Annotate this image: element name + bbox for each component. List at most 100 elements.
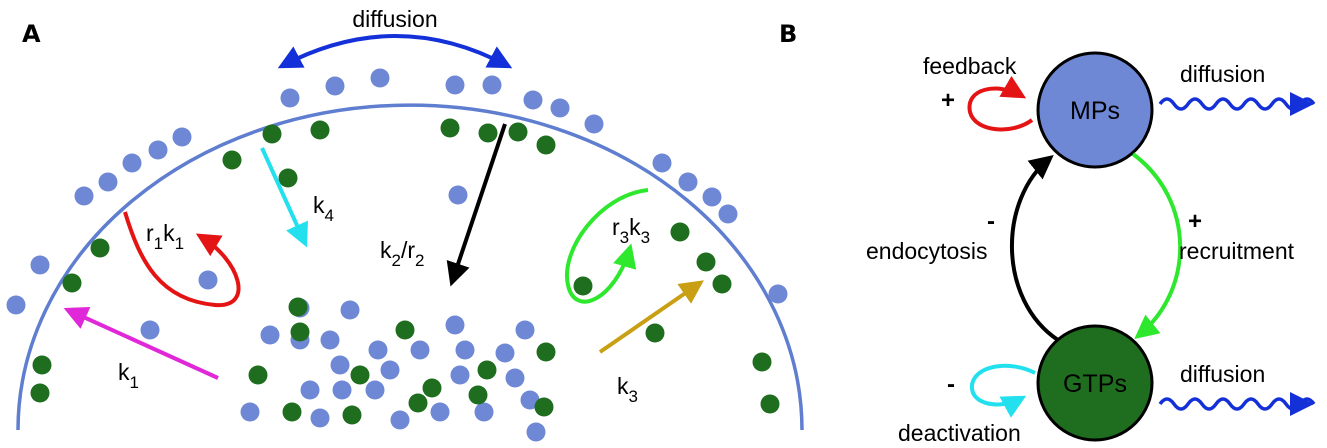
mps-diffusion-label: diffusion: [1180, 61, 1265, 87]
recruitment-arrow: [1131, 152, 1183, 340]
k1-label: k1: [118, 359, 139, 392]
gtp-particle: [310, 120, 330, 140]
gtp-particle: [536, 342, 556, 362]
gtp-particle: [290, 322, 310, 342]
mp-particle: [340, 300, 360, 320]
gtp-particle: [752, 352, 772, 372]
gtps-diffusion-wave: [1158, 397, 1316, 411]
mp-particle: [450, 365, 470, 385]
k4-label: k4: [313, 192, 334, 225]
mp-particle: [430, 402, 450, 422]
k3-arrow: [598, 280, 704, 354]
mp-particle: [448, 185, 468, 205]
mp-particle: [520, 390, 540, 410]
gtp-particle: [90, 238, 110, 258]
gtp-particle: [350, 365, 370, 385]
gtp-particle: [508, 122, 528, 142]
gtp-particle: [478, 123, 498, 143]
endocytosis-label: endocytosis: [866, 238, 987, 264]
gtp-particle: [222, 150, 242, 170]
panel-a-label: A: [22, 20, 41, 48]
gtp-particle: [395, 320, 415, 340]
feedback-sign: +: [941, 87, 955, 114]
mp-particle: [148, 140, 168, 160]
mp-particle: [495, 343, 515, 363]
gtp-particle: [468, 385, 488, 405]
mps-label: MPs: [1070, 97, 1120, 125]
gtp-particle: [670, 222, 690, 242]
mp-particle: [198, 270, 218, 290]
membrane-diffusion-label: diffusion: [352, 6, 437, 32]
gtps-diffusion-arrowhead: [1290, 392, 1314, 416]
mp-particle: [523, 90, 543, 110]
mp-particle: [505, 368, 525, 388]
mp-particle: [140, 320, 160, 340]
gtp-particle: [408, 393, 428, 413]
mp-particle: [474, 402, 494, 422]
r3k3-loop-arrow: [564, 188, 649, 304]
gtp-particle: [696, 252, 716, 272]
particles: [6, 68, 788, 442]
mp-particle: [30, 255, 50, 275]
mp-particle: [330, 355, 350, 375]
mp-particle: [260, 325, 280, 345]
r1k1-label: r1k1: [146, 220, 184, 253]
mps-diffusion-wave: [1158, 97, 1316, 111]
gtps-node: [1036, 324, 1154, 442]
gtp-particle: [534, 397, 554, 417]
mp-particle: [98, 172, 118, 192]
gtp-particle: [282, 402, 302, 422]
gtp-particle: [477, 360, 497, 380]
mp-particle: [445, 315, 465, 335]
k1-arrow: [63, 306, 219, 380]
gtp-particle: [645, 323, 665, 343]
mp-particle: [325, 76, 345, 96]
panel-b: B feedback + MPs diffusion GTPs diffusio…: [779, 20, 1316, 446]
gtp-particle: [62, 273, 82, 293]
k4-arrow: [260, 147, 309, 248]
deactivation-label: deactivation: [898, 420, 1021, 446]
membrane-diffusion-arrow: [277, 34, 513, 69]
gtp-particle: [32, 355, 52, 375]
mps-node: [1036, 51, 1154, 169]
deactivation-arrow: [970, 363, 1036, 418]
mp-particle: [390, 410, 410, 430]
recruitment-sign: +: [1188, 208, 1202, 235]
mp-particle: [280, 88, 300, 108]
k2r2-arrow: [446, 123, 507, 287]
mp-particle: [584, 114, 604, 134]
gtps-diffusion-label: diffusion: [1180, 361, 1265, 387]
deactivation-sign: -: [947, 371, 955, 398]
gtp-particle: [262, 124, 282, 144]
gtp-particle: [278, 168, 298, 188]
mp-particle: [310, 408, 330, 428]
mp-particle: [702, 187, 722, 207]
k3-label: k3: [617, 373, 638, 406]
gtp-particle: [342, 405, 362, 425]
feedback-label: feedback: [923, 53, 1017, 79]
endocytosis-sign: -: [987, 208, 995, 235]
mp-particle: [172, 127, 192, 147]
gtps-label: GTPs: [1063, 370, 1127, 398]
mp-particle: [370, 68, 390, 88]
gtp-particle: [248, 365, 268, 385]
mps-diffusion-arrowhead: [1290, 92, 1314, 116]
cell-membrane: [16, 103, 804, 431]
mp-particle: [368, 340, 388, 360]
gtp-particle: [712, 274, 732, 294]
mp-particle: [365, 380, 385, 400]
mp-particle: [320, 330, 340, 350]
gtp-particle: [536, 135, 556, 155]
gtp-particle: [440, 118, 460, 138]
mp-particle: [6, 295, 26, 315]
recruitment-label: recruitment: [1179, 238, 1295, 264]
mp-particle: [380, 360, 400, 380]
mp-particle: [526, 422, 546, 442]
gtp-particle: [30, 383, 50, 403]
mp-particle: [678, 172, 698, 192]
mp-particle: [652, 153, 672, 173]
gtp-particle: [288, 297, 308, 317]
mp-particle: [445, 75, 465, 95]
mp-particle: [410, 340, 430, 360]
